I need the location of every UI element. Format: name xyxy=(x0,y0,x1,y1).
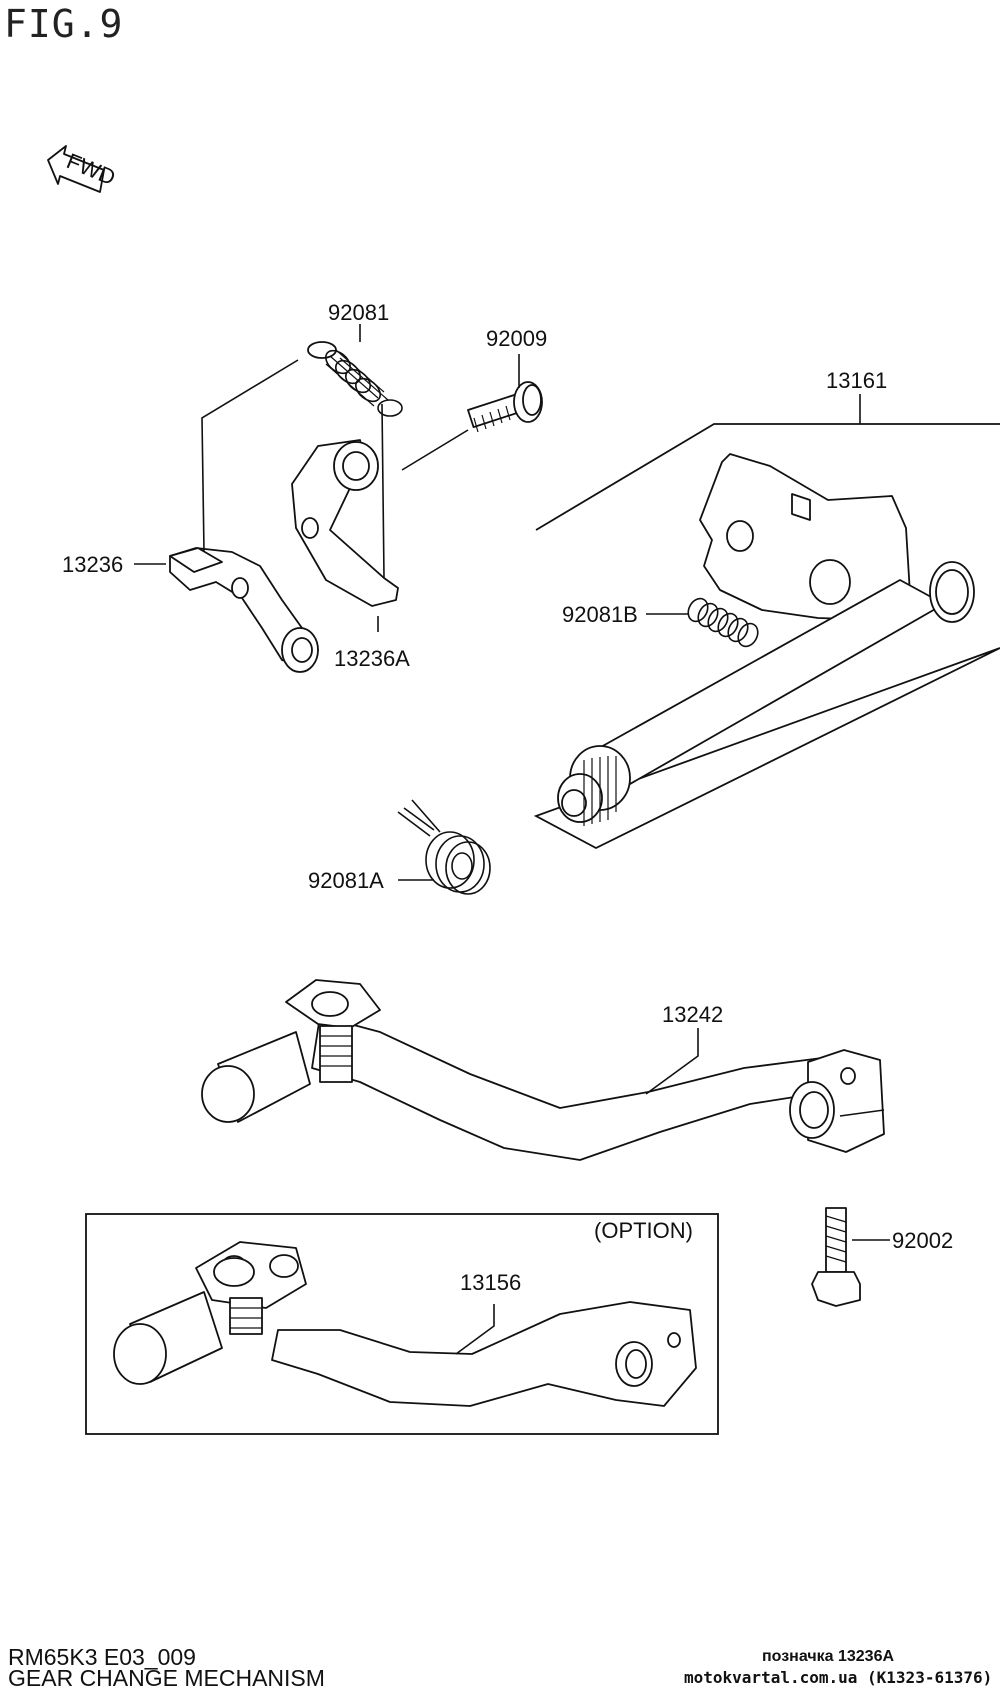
bolt-92002-icon xyxy=(811,1207,861,1307)
option-label: (OPTION) xyxy=(594,1218,693,1243)
part-label: 13242 xyxy=(662,1002,723,1027)
site-credit: motokvartal.com.ua (K1323-61376) xyxy=(684,1668,993,1687)
shift-shaft-13161-icon xyxy=(557,453,975,826)
bolt-92009-icon xyxy=(467,381,543,433)
assembly-13161-box xyxy=(533,423,1000,850)
spring-92081a-icon xyxy=(397,799,491,895)
part-label: 92009 xyxy=(486,326,547,351)
leader-lines xyxy=(134,324,890,1355)
part-label: 13161 xyxy=(826,368,887,393)
part-label: 13236A xyxy=(334,646,410,671)
shift-pedal-13242-icon xyxy=(201,979,885,1161)
figure-title: FIG.9 xyxy=(4,2,124,46)
fwd-arrow-icon: FWD xyxy=(47,145,119,193)
part-label: 92081A xyxy=(308,868,384,893)
part-reference: позначка 13236A xyxy=(762,1648,895,1665)
option-box xyxy=(85,1213,719,1435)
shift-pedal-13156-icon xyxy=(113,1241,697,1407)
part-label: 92081B xyxy=(562,602,638,627)
part-label: 92081 xyxy=(328,300,389,325)
part-label: 92002 xyxy=(892,1228,953,1253)
stopper-plate-13236a-icon xyxy=(291,439,399,607)
section-name: GEAR CHANGE MECHANISM xyxy=(8,1665,325,1691)
part-label: 13236 xyxy=(62,552,123,577)
model-code: RM65K3 E03_009 xyxy=(8,1644,196,1670)
part-label: 13156 xyxy=(460,1270,521,1295)
spring-92081b-icon xyxy=(687,597,759,648)
stopper-arm-13236-icon xyxy=(169,547,319,673)
part-labels: 92081 92009 13161 13236 92081B 13236A 92… xyxy=(62,300,953,1295)
spring-92081-icon xyxy=(307,341,403,417)
